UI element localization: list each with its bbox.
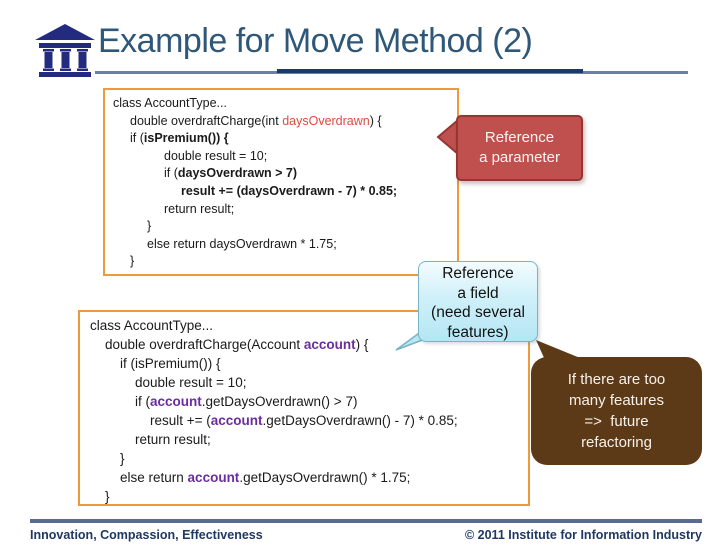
code-text: } bbox=[105, 489, 110, 504]
code-line: return result; bbox=[113, 201, 453, 219]
callout-text: Reference bbox=[442, 265, 514, 282]
code-line: class AccountType... bbox=[113, 95, 453, 113]
code-text: } bbox=[120, 451, 125, 466]
code-text: else return bbox=[120, 470, 188, 485]
callout-text: (need several bbox=[431, 304, 525, 321]
code-line: return result; bbox=[90, 430, 524, 449]
code-token: result += (daysOverdrawn - 7) * 0.85; bbox=[181, 183, 398, 198]
code-line: if (daysOverdrawn > 7) bbox=[113, 165, 453, 183]
code-token: account bbox=[210, 413, 263, 428]
code-line: double result = 10; bbox=[113, 148, 453, 166]
code-line: result += (daysOverdrawn - 7) * 0.85; bbox=[113, 183, 453, 201]
code-token: daysOverdrawn bbox=[282, 113, 370, 128]
callout-text: If there are too bbox=[567, 371, 666, 388]
code-text: class AccountType... bbox=[90, 318, 214, 333]
code-line: if (isPremium()) { bbox=[90, 354, 524, 373]
callout-text: => future bbox=[584, 413, 649, 430]
callout-parameter-tail bbox=[436, 117, 459, 157]
code-text: class AccountType... bbox=[113, 96, 227, 110]
callout-text: features) bbox=[447, 323, 509, 341]
code-line: } bbox=[90, 449, 524, 468]
code-line: double overdraftCharge(int daysOverdrawn… bbox=[113, 113, 453, 131]
callout-text: refactoring bbox=[581, 434, 652, 451]
code-text: if ( bbox=[130, 131, 144, 146]
code-line: } bbox=[113, 218, 453, 236]
callout-text: many features bbox=[568, 392, 665, 409]
code-text: result += ( bbox=[150, 413, 211, 428]
footer-motto: Innovation, Compassion, Effectiveness bbox=[30, 528, 263, 542]
code-text: else return daysOverdrawn * 1.75; bbox=[147, 236, 337, 251]
code-box-before: class AccountType... double overdraftChar… bbox=[103, 88, 459, 276]
code-text: double result = 10; bbox=[135, 375, 247, 390]
footer-divider bbox=[30, 519, 702, 523]
callout-refactoring-tail bbox=[536, 340, 585, 360]
code-text: if (isPremium()) { bbox=[120, 356, 221, 371]
code-line: } bbox=[90, 487, 524, 506]
callout-text: a parameter bbox=[479, 149, 560, 166]
code-text: if ( bbox=[135, 394, 150, 409]
code-line: double result = 10; bbox=[90, 373, 524, 392]
callout-future-refactoring: If there are too many features => future… bbox=[531, 357, 702, 465]
code-token: account bbox=[303, 337, 356, 352]
code-text: ) { bbox=[369, 113, 382, 128]
code-text: double result = 10; bbox=[164, 148, 268, 163]
code-text: .getDaysOverdrawn() - 7) * 0.85; bbox=[262, 413, 458, 428]
code-line: else return account.getDaysOverdrawn() *… bbox=[90, 468, 524, 487]
code-token: account bbox=[187, 470, 240, 485]
code-text: ) { bbox=[355, 337, 369, 352]
code-line: result += (account.getDaysOverdrawn() - … bbox=[90, 411, 524, 430]
callout-text: Reference bbox=[484, 129, 555, 146]
code-token: isPremium()) { bbox=[143, 131, 229, 146]
code-text: if ( bbox=[164, 166, 178, 181]
code-text: return result; bbox=[164, 201, 235, 216]
code-line: } bbox=[113, 253, 453, 271]
code-text: .getDaysOverdrawn() > 7) bbox=[201, 394, 358, 409]
callout-text: a field bbox=[457, 284, 499, 302]
callout-reference-parameter: Reference a parameter bbox=[456, 115, 583, 181]
title-underline-accent bbox=[277, 69, 583, 73]
code-line: if (isPremium()) { bbox=[113, 130, 453, 148]
code-text: } bbox=[130, 254, 135, 269]
code-box-after: class AccountType... double overdraftChar… bbox=[78, 310, 530, 506]
code-text: .getDaysOverdrawn() * 1.75; bbox=[239, 470, 411, 485]
slide-title: Example for Move Method (2) bbox=[98, 22, 533, 60]
code-line: class AccountType... bbox=[90, 316, 524, 335]
footer-copyright: © 2011 Institute for Information Industr… bbox=[464, 528, 702, 542]
callout-reference-field: Reference a field (need several features… bbox=[418, 261, 538, 342]
code-text: double overdraftCharge(Account bbox=[105, 337, 304, 352]
code-text: } bbox=[147, 219, 152, 234]
code-line: double overdraftCharge(Account account) … bbox=[90, 335, 524, 354]
code-line: if (account.getDaysOverdrawn() > 7) bbox=[90, 392, 524, 411]
code-text: return result; bbox=[135, 432, 211, 447]
code-text: double overdraftCharge(int bbox=[130, 113, 283, 128]
code-line: else return daysOverdrawn * 1.75; bbox=[113, 236, 453, 254]
bank-columns-icon bbox=[35, 24, 95, 77]
code-token: daysOverdrawn > 7) bbox=[177, 166, 298, 181]
code-token: account bbox=[150, 394, 202, 409]
